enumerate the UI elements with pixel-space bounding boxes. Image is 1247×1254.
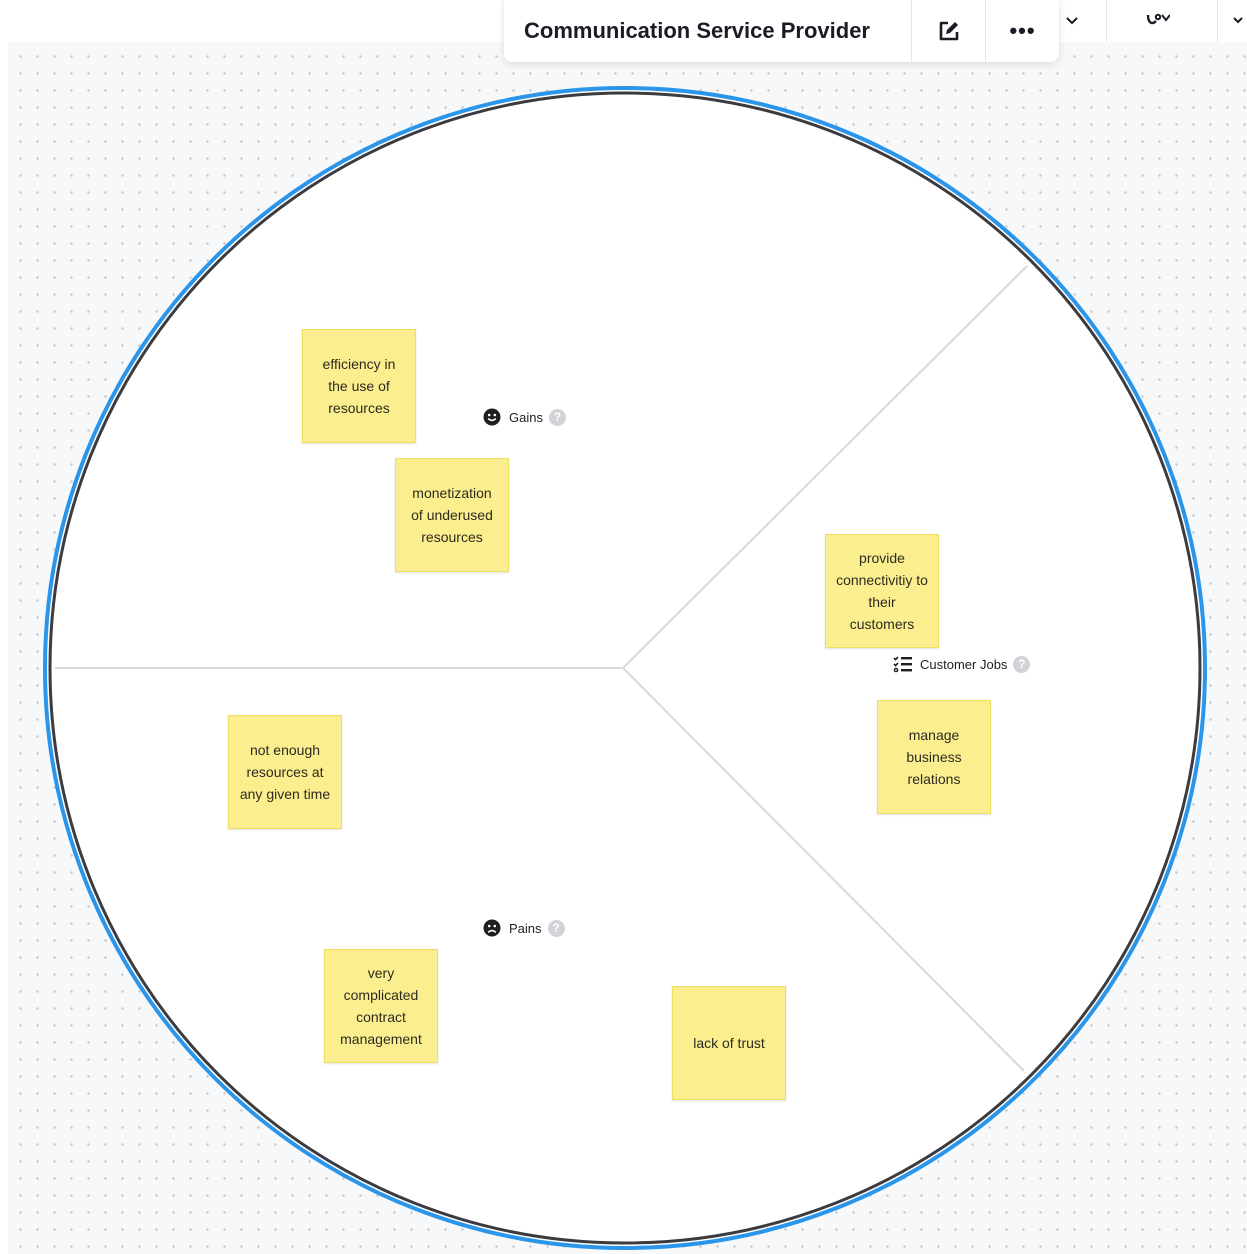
gains-section-label: Gains ?: [483, 407, 566, 427]
edit-board-button[interactable]: [911, 0, 985, 62]
sticky-note-pain-trust[interactable]: lack of trust: [672, 986, 786, 1100]
toolbar-separator: [1217, 0, 1218, 42]
pains-section-label: Pains ?: [483, 918, 565, 938]
board-title[interactable]: Communication Service Provider: [524, 18, 870, 43]
gains-label-text: Gains: [509, 409, 543, 425]
divider-lower-right: [622, 667, 1025, 1072]
checklist-icon: [893, 655, 912, 673]
customer-jobs-section-label: Customer Jobs ?: [893, 654, 1031, 674]
profile-circle-border: [48, 91, 1202, 1245]
link-icon: [1146, 13, 1170, 25]
sad-face-icon: [483, 919, 501, 937]
more-options-button[interactable]: •••: [985, 0, 1059, 62]
toolbar-separator: [1106, 0, 1107, 42]
smile-face-icon: [483, 408, 501, 426]
customer-jobs-help-icon[interactable]: ?: [1013, 655, 1031, 673]
board-title-bar: Communication Service Provider •••: [504, 0, 1059, 62]
sticky-note-gain-monetization[interactable]: monetization of underused resources: [395, 458, 509, 572]
sticky-note-job-business-relations[interactable]: manage business relations: [877, 700, 991, 814]
toolbar-link-tool-button[interactable]: [1127, 0, 1187, 42]
more-icon: •••: [1009, 18, 1036, 43]
edit-pencil-square-icon: [939, 21, 958, 41]
toolbar-dropdown-chevron-icon[interactable]: [1062, 0, 1082, 42]
pains-help-icon[interactable]: ?: [547, 919, 565, 937]
sticky-note-pain-contracts[interactable]: very complicated contract management: [324, 949, 438, 1063]
pains-label-text: Pains: [509, 920, 542, 936]
sticky-note-gain-efficiency[interactable]: efficiency in the use of resources: [302, 329, 416, 443]
gains-help-icon[interactable]: ?: [548, 408, 566, 426]
divider-upper-right: [622, 265, 1028, 669]
toolbar-cutoff-chevron-icon[interactable]: [1228, 0, 1247, 42]
customer-jobs-label-text: Customer Jobs: [920, 656, 1008, 672]
sticky-note-job-connectivity[interactable]: provide connectivitiy to their customers: [825, 534, 939, 648]
sticky-note-pain-resources[interactable]: not enough resources at any given time: [228, 715, 342, 829]
